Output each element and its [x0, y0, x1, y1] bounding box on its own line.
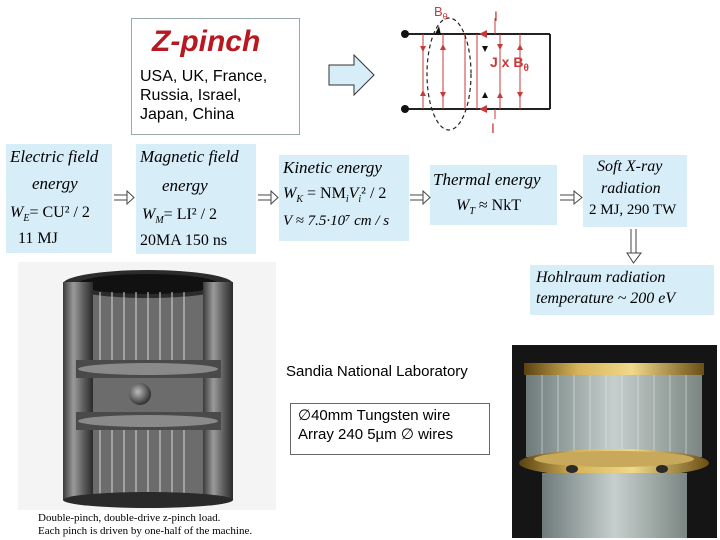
current-bottom-label: I	[491, 120, 495, 136]
arrow-right-icon	[410, 190, 431, 206]
wire-array-photo	[512, 345, 717, 538]
kinetic-formula-2: V ≈ 7.5·10⁷ cm / s	[283, 213, 390, 229]
image-caption: Double-pinch, double-drive z-pinch load.…	[38, 512, 253, 537]
arrow-right-icon	[560, 190, 583, 206]
hohlraum-label: Hohlraum radiation	[536, 269, 666, 286]
electric-value: 11 MJ	[18, 230, 58, 247]
magnetic-label-2: energy	[162, 176, 208, 195]
xray-label: Soft X-ray	[597, 158, 663, 175]
current-top-label: I	[494, 8, 498, 24]
kinetic-formula-1: WK = NMiVi² / 2	[283, 185, 387, 206]
arrow-right-icon	[258, 190, 279, 206]
electric-energy-box: Electric field energy WE= CU² / 2 11 MJ	[6, 144, 112, 253]
b-theta-label: Bθ	[434, 4, 448, 22]
magnetic-value: 20MA 150 ns	[140, 232, 228, 249]
kinetic-label: Kinetic energy	[283, 158, 382, 177]
electric-formula: WE= CU² / 2	[10, 204, 90, 225]
zpinch-title: Z-pinch	[152, 25, 261, 58]
hohlraum-label-2: temperature ~ 200 eV	[536, 290, 676, 307]
xray-box: Soft X-ray radiation 2 MJ, 290 TW	[583, 155, 687, 227]
thermal-formula: WT ≈ NkT	[456, 197, 521, 218]
magnetic-energy-box: Magnetic field energy WM= LI² / 2 20MA 1…	[136, 144, 256, 254]
magnetic-formula: WM= LI² / 2	[142, 206, 218, 227]
zpinch-load-image	[18, 262, 276, 510]
zpinch-box: Z-pinch USA, UK, France, Russia, Israel,…	[131, 18, 300, 135]
xray-label-2: radiation	[601, 180, 661, 197]
xray-value: 2 MJ, 290 TW	[589, 202, 677, 218]
electric-label-2: energy	[32, 174, 78, 193]
thermal-energy-box: Thermal energy WT ≈ NkT	[430, 165, 557, 225]
zpinch-countries: USA, UK, France, Russia, Israel, Japan, …	[140, 68, 268, 123]
electric-label: Electric field	[10, 147, 99, 166]
block-arrow-icon	[328, 54, 375, 96]
wire-array-box: ∅40mm Tungsten wire Array 240 5µm ∅ wire…	[290, 403, 490, 455]
thermal-label: Thermal energy	[433, 170, 541, 189]
jxb-label: J x Bθ	[490, 54, 529, 74]
magnetic-label: Magnetic field	[140, 147, 239, 166]
arrow-down-icon	[626, 229, 642, 264]
arrow-right-icon	[114, 190, 135, 206]
lab-name: Sandia National Laboratory	[286, 363, 468, 380]
zpinch-schematic	[401, 17, 551, 131]
hohlraum-box: Hohlraum radiation temperature ~ 200 eV	[530, 265, 714, 315]
kinetic-energy-box: Kinetic energy WK = NMiVi² / 2 V ≈ 7.5·1…	[279, 155, 409, 241]
